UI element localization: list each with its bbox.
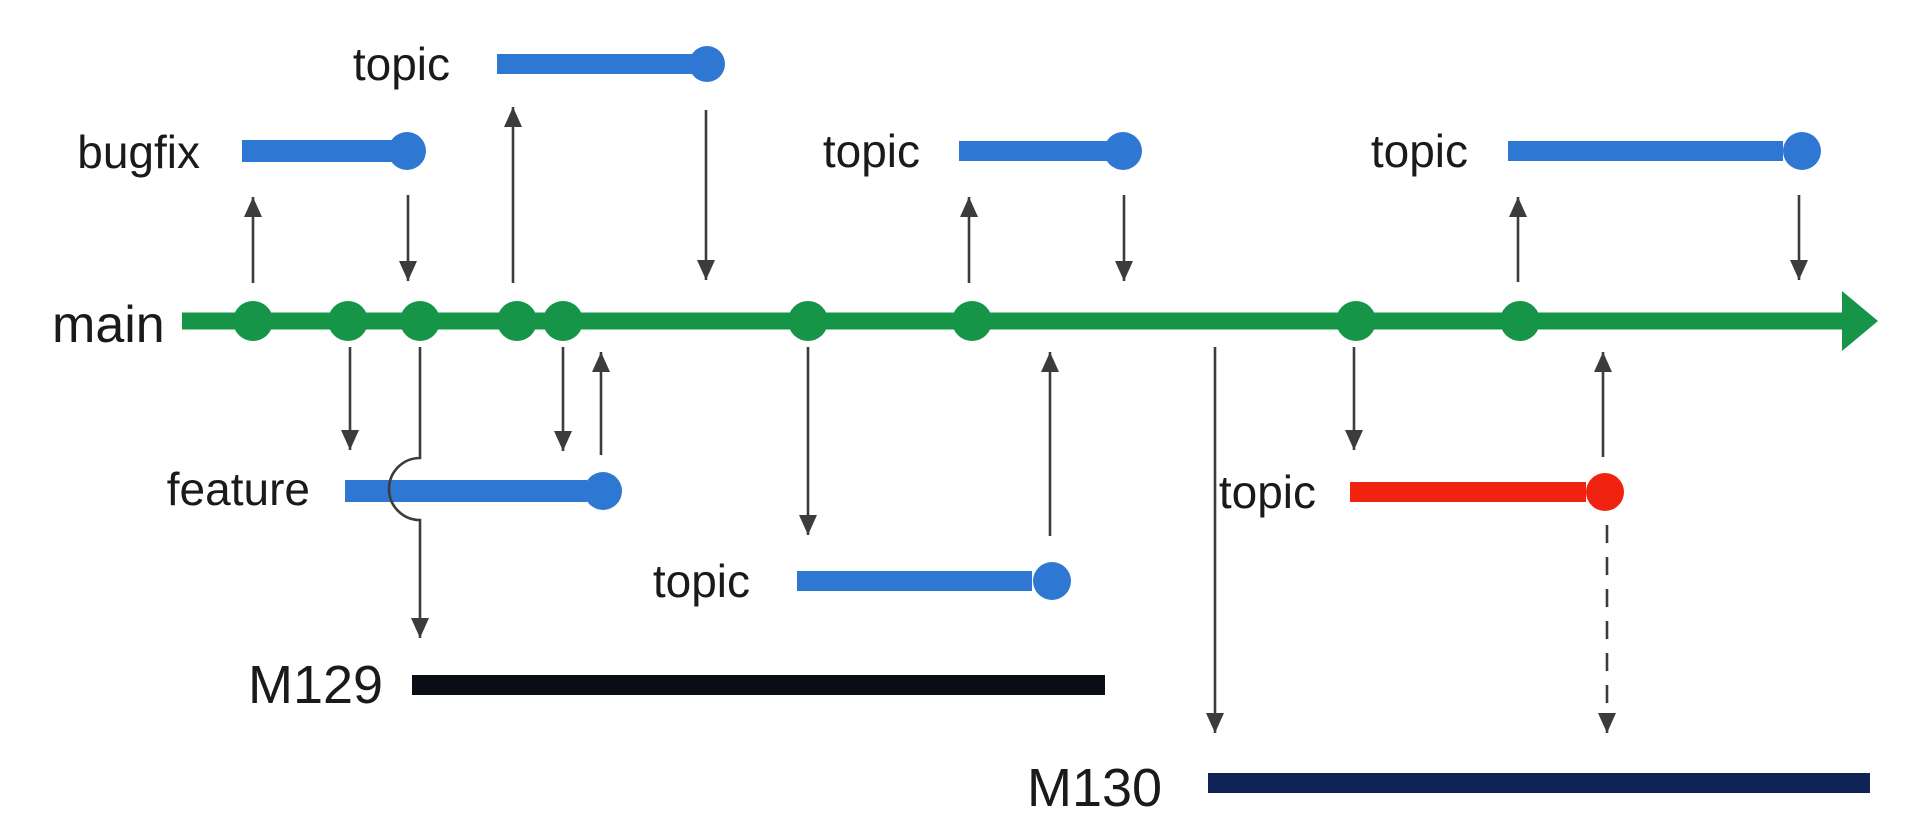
commit-dot — [328, 301, 368, 341]
topic-red-branch-head — [1586, 473, 1624, 511]
commit-dot — [543, 301, 583, 341]
bugfix-branch-head — [388, 132, 426, 170]
commit-dot — [1336, 301, 1376, 341]
feature-branch-label: feature — [167, 463, 310, 515]
topic-top-branch-label: topic — [353, 38, 450, 90]
topic-mid-branch-head — [1104, 132, 1142, 170]
topic-mid-branch-bar — [959, 141, 1107, 161]
topic-red-branch-bar — [1350, 482, 1586, 502]
topic-bottom-branch-label: topic — [653, 555, 750, 607]
topic-mid-branch-label: topic — [823, 125, 920, 177]
milestone-m130-label: M130 — [1027, 758, 1162, 818]
milestone-m130-bar — [1208, 773, 1870, 793]
release-arrow-m129 — [387, 347, 429, 638]
topic-right-branch-head — [1783, 132, 1821, 170]
topic-right-branch-label: topic — [1371, 125, 1468, 177]
bugfix-branch-label: bugfix — [77, 126, 200, 178]
commit-dot — [1500, 301, 1540, 341]
commit-dot — [400, 301, 440, 341]
feature-branch-head — [584, 472, 622, 510]
commit-dot — [952, 301, 992, 341]
milestone-m129-bar — [412, 675, 1105, 695]
topic-right-branch-bar — [1508, 141, 1783, 161]
milestone-m129-label: M129 — [248, 655, 383, 715]
main-branch-label: main — [52, 296, 165, 354]
commit-dot — [497, 301, 537, 341]
topic-bottom-branch-bar — [797, 571, 1032, 591]
commit-dot — [788, 301, 828, 341]
topic-red-branch-label: topic — [1219, 466, 1316, 518]
topic-top-branch-head — [689, 46, 725, 82]
commit-dot — [233, 301, 273, 341]
bugfix-branch-bar — [242, 140, 392, 162]
main-branch-arrowhead — [1842, 291, 1878, 351]
topic-top-branch-bar — [497, 54, 692, 74]
feature-branch-bar — [345, 480, 587, 502]
topic-bottom-branch-head — [1033, 562, 1071, 600]
